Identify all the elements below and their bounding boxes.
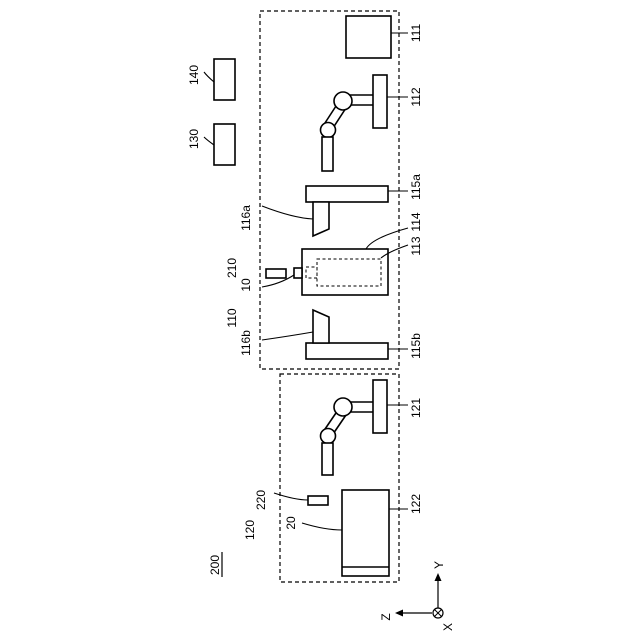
sensor-210: [266, 269, 286, 278]
label-110: 110: [225, 308, 239, 327]
robot-arm-121: [321, 380, 388, 475]
axis-indicator: [395, 573, 443, 618]
label-10: 10: [239, 278, 253, 292]
label-122: 122: [409, 494, 423, 514]
label-121: 121: [409, 398, 423, 418]
chamber-113-114: [302, 249, 388, 295]
label-210: 210: [225, 258, 239, 278]
label-115a: 115a: [409, 174, 423, 200]
fixture-115a-116a: [306, 186, 388, 236]
box-130: [214, 124, 235, 165]
part-10: [294, 268, 302, 278]
box-140: [214, 59, 235, 100]
figure-number-200: 200: [208, 555, 222, 575]
label-116a: 116a: [239, 205, 253, 231]
fixture-115b-116b: [306, 310, 388, 359]
axis-label-x: X: [441, 623, 455, 631]
label-112: 112: [409, 87, 423, 106]
axis-label-y: Y: [432, 561, 446, 569]
block-111: [346, 16, 391, 58]
label-113: 113: [409, 236, 423, 255]
axis-label-z: Z: [379, 613, 393, 620]
label-20: 20: [284, 516, 298, 530]
sensor-220: [308, 496, 328, 505]
label-114: 114: [409, 212, 423, 231]
label-111: 111: [409, 24, 423, 43]
label-116b: 116b: [239, 330, 253, 356]
table-122: [342, 490, 389, 576]
label-220: 220: [254, 490, 268, 510]
robot-arm-112: [321, 75, 388, 171]
label-115b: 115b: [409, 333, 423, 359]
label-120: 120: [243, 520, 257, 540]
label-130: 130: [187, 129, 201, 149]
label-140: 140: [187, 65, 201, 85]
